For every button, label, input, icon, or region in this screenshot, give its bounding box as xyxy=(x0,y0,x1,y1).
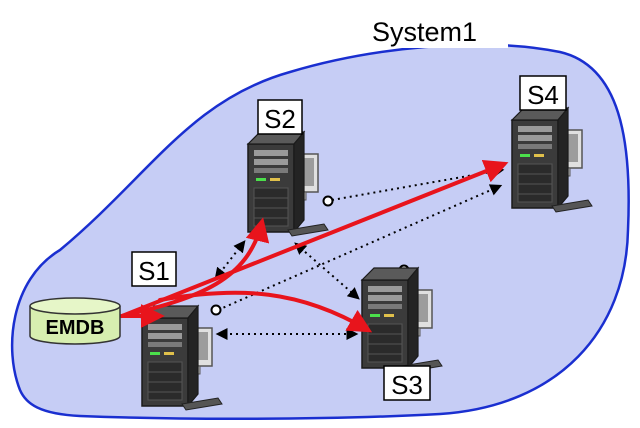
primary-links xyxy=(120,159,509,333)
server-label-s4: S4 xyxy=(519,75,567,111)
server-label-s2: S2 xyxy=(257,99,303,135)
system-label-box xyxy=(366,12,508,48)
link-s2-s3 xyxy=(294,242,360,300)
server-label-s1: S1 xyxy=(131,251,177,287)
server-label-text: S4 xyxy=(527,80,559,110)
server-label-text: S1 xyxy=(138,256,170,286)
link-endpoint xyxy=(322,195,334,207)
server-label-text: S3 xyxy=(391,370,423,400)
link-emdb-s4 xyxy=(120,159,509,318)
server-label-text: S2 xyxy=(264,104,296,134)
emdb-label: EMDB xyxy=(46,317,105,339)
server-label-s3: S3 xyxy=(383,365,431,401)
secondary-links xyxy=(214,165,505,340)
link-endpoint xyxy=(210,304,222,316)
system-label: System1 xyxy=(372,17,477,47)
emdb-database: EMDB xyxy=(29,297,121,345)
link-emdb-s3 xyxy=(158,290,373,333)
link-s1-s2 xyxy=(214,240,246,280)
